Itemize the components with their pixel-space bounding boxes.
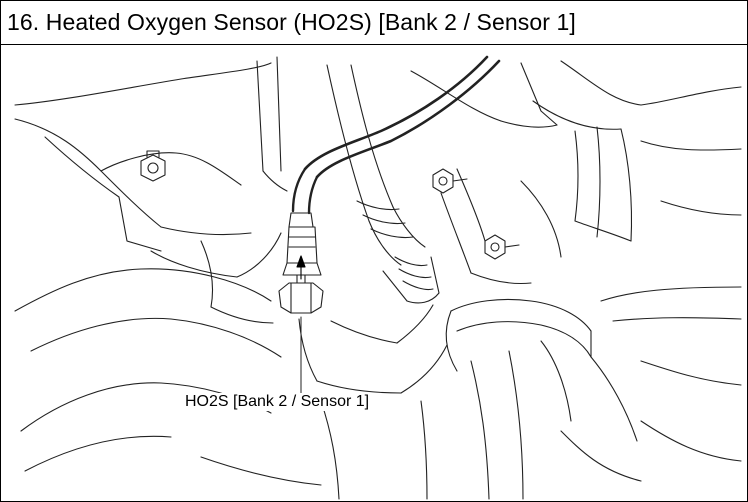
sensor-callout-label: HO2S [Bank 2 / Sensor 1]: [184, 393, 371, 411]
bolt-right-upper: [432, 168, 468, 194]
title-bar: 16. Heated Oxygen Sensor (HO2S) [Bank 2 …: [1, 1, 747, 45]
bolt-right-lower: [484, 234, 520, 260]
engine-bay-illustration: [14, 55, 742, 500]
oxygen-sensor-body: [278, 212, 324, 314]
page-title: 16. Heated Oxygen Sensor (HO2S) [Bank 2 …: [7, 9, 576, 35]
bolt-upper-left: [140, 150, 166, 182]
sensor-arrow: [296, 255, 306, 280]
